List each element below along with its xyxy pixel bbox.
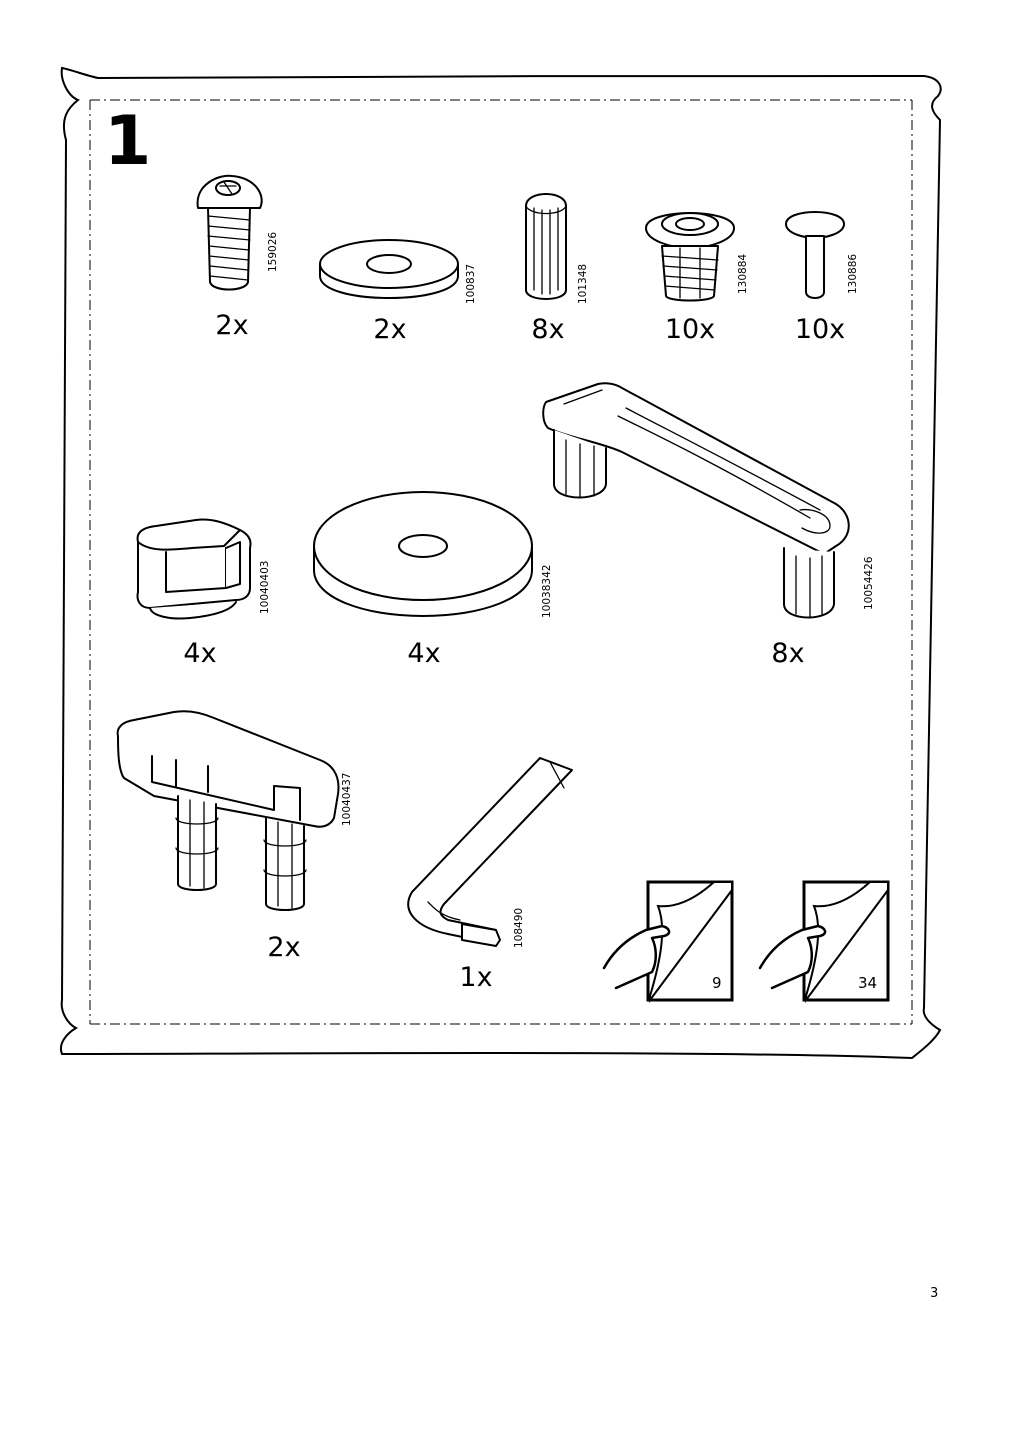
step-frame	[60, 66, 942, 1060]
quantity-label: 10x	[794, 314, 846, 345]
article-number: 100837	[465, 263, 477, 304]
dowel-icon	[525, 193, 567, 300]
step-number: 1	[104, 102, 152, 181]
connector-icon	[116, 710, 340, 911]
quantity-label: 2x	[267, 932, 301, 963]
quantity-label: 4x	[183, 638, 217, 669]
disc-icon	[313, 491, 533, 617]
article-number: 10040403	[259, 560, 271, 614]
quantity-label: 2x	[215, 310, 249, 341]
insert-nut-icon	[645, 212, 735, 302]
article-number: 108490	[513, 907, 525, 948]
quantity-label: 4x	[407, 638, 441, 669]
clip-icon	[136, 518, 252, 620]
page-reference: 34	[858, 974, 878, 992]
article-number: 101348	[577, 263, 589, 304]
pin-icon	[785, 211, 845, 299]
article-number: 130886	[847, 253, 859, 294]
quantity-label: 10x	[664, 314, 716, 345]
quantity-label: 2x	[373, 314, 407, 345]
washer-icon	[319, 239, 459, 299]
article-number: 10040437	[341, 772, 353, 826]
article-number: 10054426	[863, 556, 875, 610]
turn-page-icon	[602, 880, 734, 1004]
article-number: 130884	[737, 253, 749, 294]
page-reference: 9	[712, 974, 722, 992]
article-number: 159026	[267, 231, 279, 272]
quantity-label: 1x	[459, 962, 493, 993]
handle-icon	[542, 382, 850, 619]
turn-page-icon	[758, 880, 890, 1004]
page-number: 3	[930, 1286, 939, 1301]
quantity-label: 8x	[771, 638, 805, 669]
quantity-label: 8x	[531, 314, 565, 345]
allen-key-icon	[407, 757, 573, 947]
screw-icon	[196, 174, 263, 291]
